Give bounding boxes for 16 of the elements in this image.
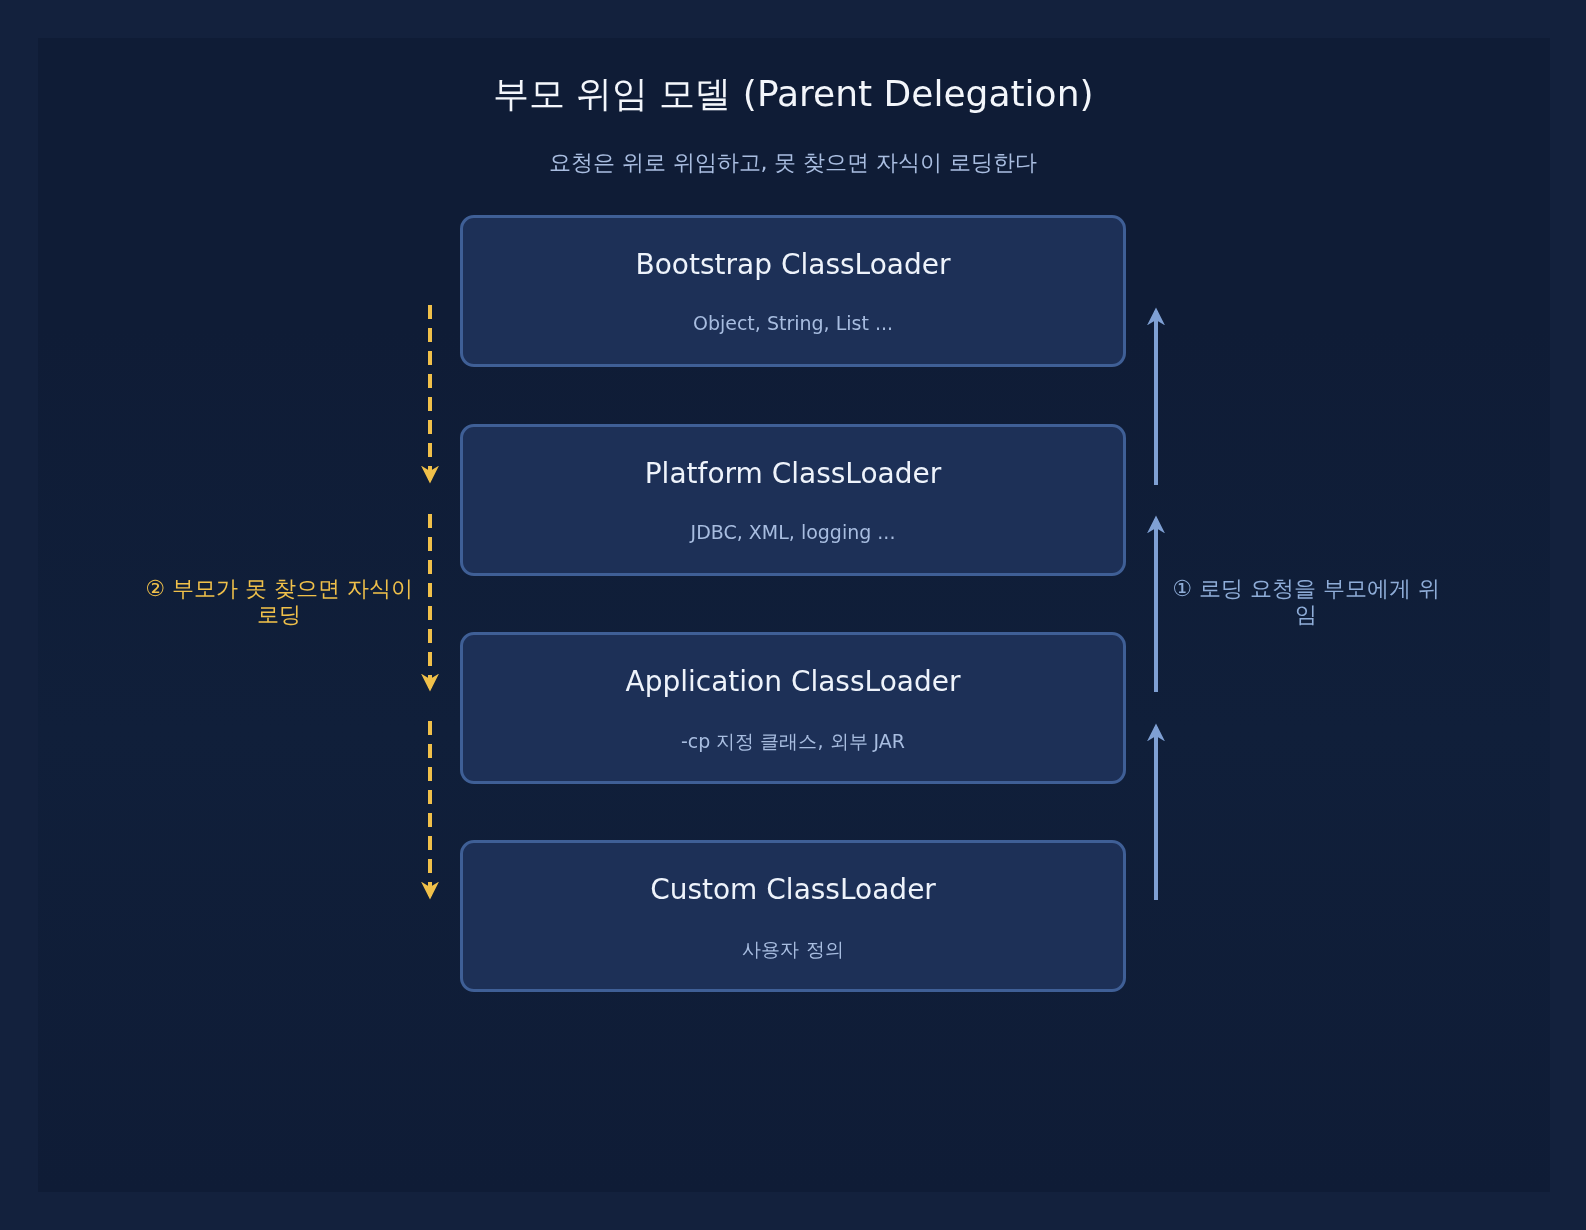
box-heading: Application ClassLoader [624, 665, 962, 698]
box-description: JDBC, XML, logging ... [688, 521, 897, 543]
box-description: Object, String, List ... [691, 312, 895, 334]
annotation-text: ② 부모가 못 찾으면 자식이 로딩 [144, 576, 414, 628]
box-description: 사용자 정의 [741, 937, 845, 962]
subtitle: 요청은 위로 위임하고, 못 찾으면 자식이 로딩한다 [547, 149, 1039, 177]
box-heading: Custom ClassLoader [649, 873, 937, 906]
classloader-box [460, 215, 1126, 367]
diagram-title: 부모 위임 모델 (Parent Delegation) [491, 72, 1095, 116]
box-heading: Platform ClassLoader [643, 457, 943, 490]
box-description: -cp 지정 클래스, 외부 JAR [680, 729, 906, 754]
box-heading: Bootstrap ClassLoader [634, 248, 952, 281]
classloader-box [460, 424, 1126, 576]
classloader-box [460, 632, 1126, 784]
classloader-box [460, 840, 1126, 992]
annotation-text: ① 로딩 요청을 부모에게 위임 [1171, 576, 1441, 628]
